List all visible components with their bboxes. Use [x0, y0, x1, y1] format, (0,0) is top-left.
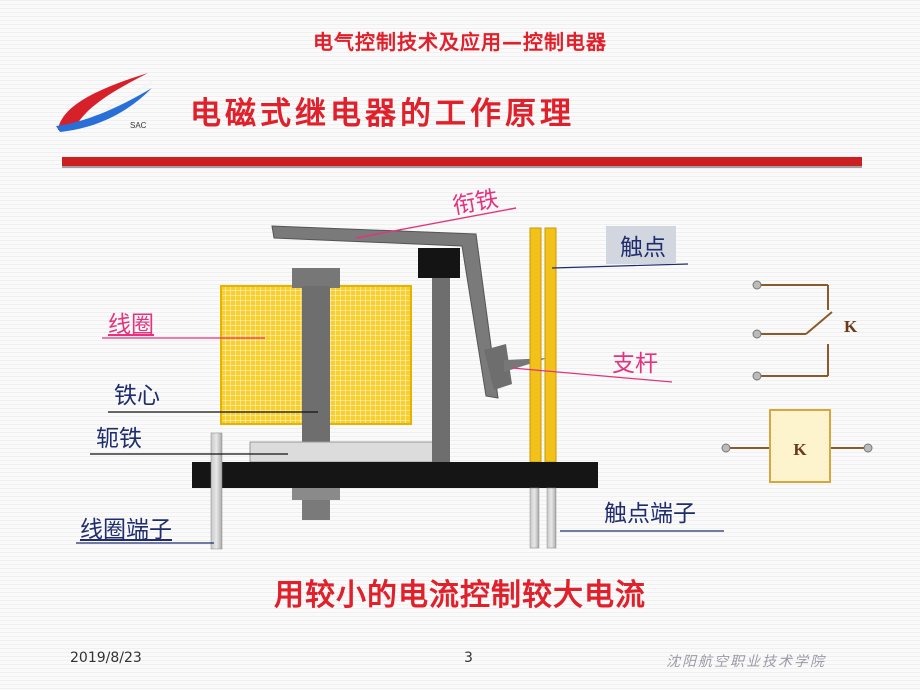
- footer-date: 2019/8/23: [70, 650, 142, 666]
- core-cap: [292, 268, 340, 288]
- coil-terminal-label: 线圈端子: [80, 517, 172, 543]
- contact-spring-left: [529, 227, 542, 463]
- coil-symbol-node-right: [863, 443, 873, 453]
- slide-title: 电磁式继电器的工作原理: [190, 96, 575, 132]
- armature-leader: [355, 207, 517, 239]
- sac-logo: SAC: [56, 73, 153, 132]
- armature: [271, 225, 499, 399]
- course-title: 电气控制技术及应用—控制电器: [313, 30, 607, 54]
- coil-terminal-pin: [210, 432, 223, 550]
- coil-symbol-node-left: [721, 443, 731, 453]
- coil-label: 线圈: [108, 312, 154, 338]
- core-label: 铁心: [114, 383, 160, 409]
- contact-symbol-node-mid: [752, 329, 762, 339]
- yoke-post: [432, 270, 450, 462]
- summary-caption: 用较小的电流控制较大电流: [274, 578, 646, 613]
- yoke-base: [249, 441, 437, 463]
- pushrod-label: 支杆: [612, 351, 658, 377]
- page-number: 3: [464, 650, 473, 666]
- core-bottom-cap: [292, 488, 340, 500]
- coil-symbol-box: [769, 409, 831, 483]
- core-bottom: [302, 500, 330, 520]
- pushrod-tip: [484, 344, 512, 390]
- yoke-label: 轭铁: [96, 426, 142, 452]
- base-plate: [192, 462, 598, 488]
- contact-terminal-pin-left: [529, 487, 540, 549]
- armature-pivot: [418, 248, 460, 278]
- contact-symbol-label: K: [844, 317, 858, 336]
- contact-spring-right: [544, 227, 557, 463]
- contact-terminal-pin-right: [546, 487, 557, 549]
- contact-symbol-node-top: [752, 280, 762, 290]
- pushrod-leader: [511, 367, 673, 383]
- contact-leader: [551, 263, 689, 269]
- contact-symbol: [757, 284, 833, 377]
- school-name: 沈阳航空职业技术学院: [666, 654, 826, 670]
- title-divider: [62, 157, 862, 168]
- coil-symbol-label: K: [793, 440, 807, 459]
- contact-terminal-label: 触点端子: [604, 501, 696, 527]
- contact-label: 触点: [606, 226, 676, 264]
- contact-symbol-node-bottom: [752, 371, 762, 381]
- logo-text: SAC: [130, 121, 147, 130]
- iron-core: [302, 286, 330, 448]
